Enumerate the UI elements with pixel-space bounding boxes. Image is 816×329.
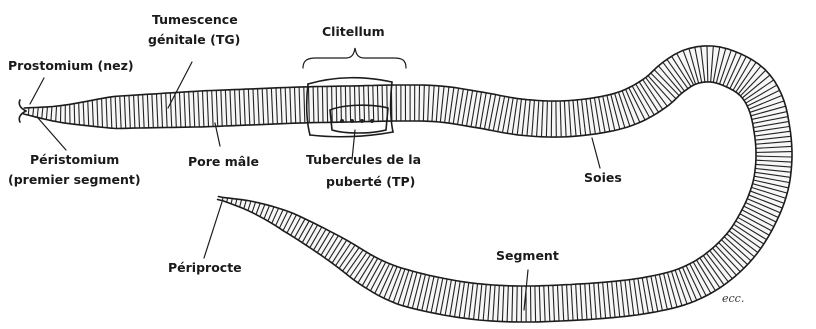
soies-leader bbox=[592, 138, 600, 168]
label-tumescence-line1: Tumescence bbox=[152, 12, 238, 27]
segment-ring bbox=[74, 104, 75, 124]
segment-ring bbox=[28, 108, 29, 114]
label-pore-male: Pore mâle bbox=[188, 154, 259, 169]
segment-ring bbox=[341, 87, 342, 122]
segment-ring bbox=[350, 87, 351, 122]
segment-ring bbox=[535, 286, 536, 321]
label-periprocte: Périprocte bbox=[168, 260, 242, 275]
label-segment: Segment bbox=[496, 248, 559, 263]
author-signature: ecc. bbox=[722, 292, 744, 305]
segment-ring bbox=[517, 287, 518, 322]
label-peristomium-line1: Péristomium bbox=[30, 152, 119, 167]
label-tubercules-line2: puberté (TP) bbox=[326, 174, 415, 189]
label-tubercules-line1: Tubercules de la bbox=[306, 152, 421, 167]
segment-ring bbox=[382, 86, 383, 121]
segment-ring bbox=[227, 199, 228, 202]
label-clitellum: Clitellum bbox=[322, 24, 385, 39]
label-tumescence-line2: génitale (TG) bbox=[148, 32, 240, 47]
segment-ring bbox=[222, 198, 223, 200]
segment-ring bbox=[419, 86, 420, 121]
segment-ring bbox=[318, 87, 319, 122]
prostomium-leader bbox=[30, 78, 44, 104]
segment-ring bbox=[327, 87, 328, 122]
label-peristomium-line2: (premier segment) bbox=[8, 172, 141, 187]
label-prostomium: Prostomium (nez) bbox=[8, 58, 134, 73]
label-soies: Soies bbox=[584, 170, 622, 185]
periprocte-leader bbox=[204, 202, 222, 258]
segment-ring bbox=[345, 87, 346, 122]
prostomium-tip bbox=[19, 100, 26, 122]
segment-ring bbox=[79, 103, 80, 124]
segment-ring bbox=[322, 87, 323, 122]
segment-ring bbox=[336, 87, 337, 122]
clitellum-bracket bbox=[303, 48, 406, 68]
segment-ring bbox=[332, 87, 333, 122]
